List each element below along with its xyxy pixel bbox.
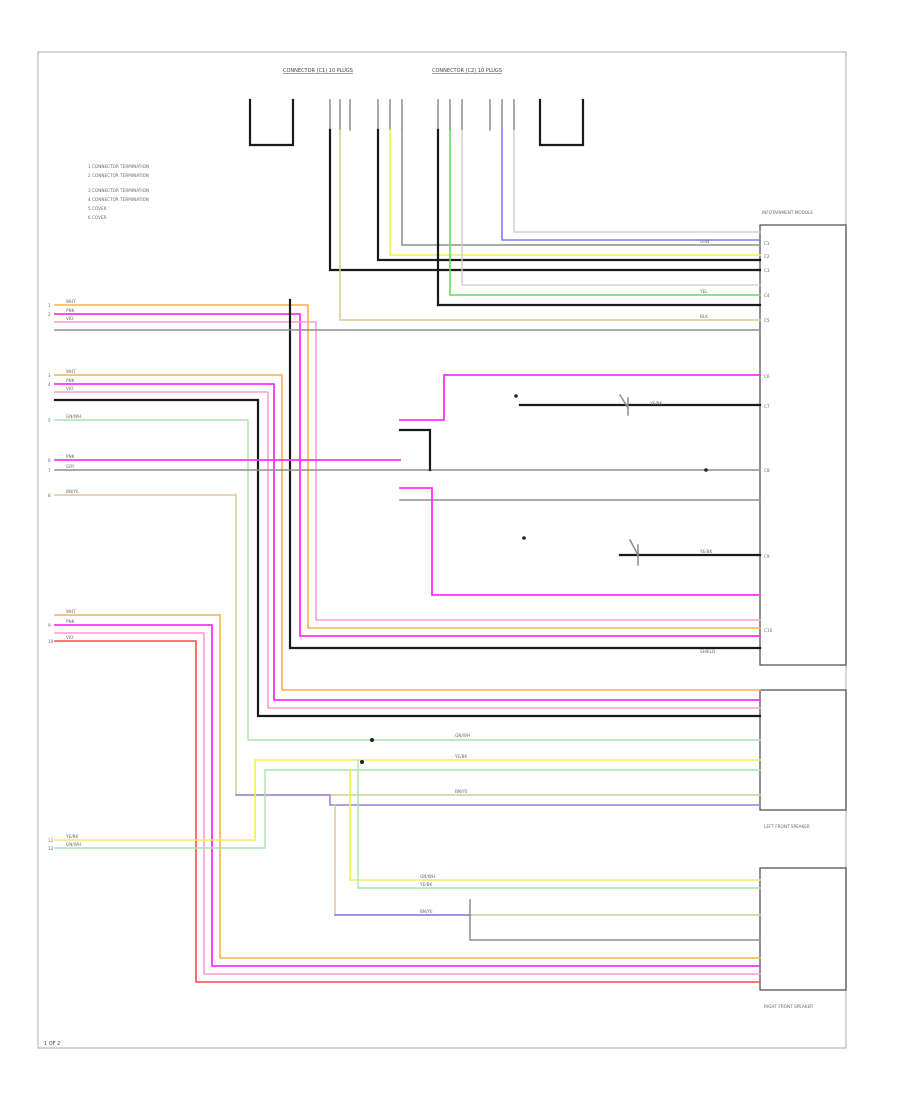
connector-c2-title: CONNECTOR (C2) 10 PLUGS — [432, 68, 502, 74]
side-number: 12 — [48, 846, 54, 851]
side-number: 5 — [48, 418, 51, 423]
module-pin-labels: C1 C2 C3 C4 C5 C6 C7 C8 C9 C10 — [764, 241, 773, 633]
splice-dot — [370, 738, 374, 742]
wire-label: GRY — [66, 464, 75, 469]
legend-item: 3 CONNECTOR TERMINATION — [88, 188, 149, 193]
relay-switch-symbols — [618, 393, 640, 566]
wire-label: YE/BK — [419, 882, 432, 887]
wire-label: YE/BK — [65, 834, 78, 839]
upper-left-harness — [54, 298, 762, 650]
pin-label: C9 — [764, 554, 770, 559]
wire-label: PNK — [66, 454, 75, 459]
wire-label: PNK — [66, 308, 75, 313]
wire-label: GN/WH — [455, 733, 470, 738]
wire-label: YE/BK — [699, 549, 712, 554]
legend-item: 4 CONNECTOR TERMINATION — [88, 197, 149, 202]
splice-dot — [514, 394, 518, 398]
wire-label: BN/YE — [420, 909, 433, 914]
pin-label: C8 — [764, 468, 770, 473]
pin-label: C1 — [764, 241, 770, 246]
wire-code-labels: WHT PNK VIO WHT PNK VIO GN/WH PNK GRY BN… — [65, 239, 715, 914]
side-number: 6 — [48, 458, 51, 463]
left-front-speaker-module — [759, 689, 847, 811]
wire-label: YE/BK — [649, 401, 662, 406]
side-number: 1 — [48, 303, 51, 308]
wire-label: GRN — [700, 239, 709, 244]
wire-label: GN/WH — [66, 414, 81, 419]
vertical-trunks — [328, 128, 762, 321]
magenta-audio-loop — [399, 374, 762, 596]
mid-cross-wires — [54, 428, 761, 806]
right-front-speaker-label: RIGHT FRONT SPEAKER — [764, 1004, 813, 1009]
wire-label: GN/WH — [66, 842, 81, 847]
wire-label: PNK — [66, 378, 75, 383]
legend-item: 6 COVER — [88, 215, 107, 220]
middle-left-harness — [53, 374, 762, 741]
connector-c1-title: CONNECTOR (C1) 10 PLUGS — [283, 68, 353, 74]
wire-label: WHT — [66, 369, 76, 374]
legend-item: 2 CONNECTOR TERMINATION — [88, 173, 149, 178]
wire-label: WHT — [66, 609, 76, 614]
legend: 1 CONNECTOR TERMINATION 2 CONNECTOR TERM… — [88, 164, 149, 220]
wire-label: SHIELD — [700, 649, 715, 654]
pin-label: C4 — [764, 293, 770, 298]
pin-label: C10 — [764, 628, 773, 633]
wire-label: BN/YE — [66, 489, 79, 494]
side-number-labels: 1 2 3 4 5 6 7 8 9 10 11 12 — [48, 303, 54, 851]
splice-dot — [360, 760, 364, 764]
wire-label: BN/YE — [455, 789, 468, 794]
wire-label: VIO — [66, 316, 74, 321]
splice-points — [360, 394, 708, 764]
side-number: 3 — [48, 373, 51, 378]
wire-label: BLK — [700, 314, 708, 319]
infotainment-module — [759, 224, 847, 666]
side-number: 9 — [48, 623, 51, 628]
side-number: 4 — [48, 382, 51, 387]
top-connector-stubs — [248, 98, 585, 147]
left-front-speaker-label: LEFT FRONT SPEAKER — [764, 824, 810, 829]
right-front-speaker-module — [759, 867, 847, 991]
wire-label: YEL — [699, 289, 708, 294]
side-number: 10 — [48, 639, 54, 644]
splice-dot — [704, 468, 708, 472]
pin-label: C6 — [764, 374, 770, 379]
side-number: 7 — [48, 468, 51, 473]
speaker-feed-wires — [54, 759, 761, 941]
legend-item: 1 CONNECTOR TERMINATION — [88, 164, 149, 169]
wire-label: GN/WH — [420, 874, 435, 879]
infotainment-module-label: INFOTAINMENT MODULE — [762, 210, 813, 215]
lower-left-harness — [54, 614, 761, 983]
wire-label: PNK — [66, 619, 75, 624]
side-number: 8 — [48, 493, 51, 498]
wire-label: WHT — [66, 299, 76, 304]
pin-label: C5 — [764, 318, 770, 323]
legend-item: 5 COVER — [88, 206, 107, 211]
pin-label: C2 — [764, 254, 770, 259]
wire-label: YE/BK — [454, 754, 467, 759]
page-corner-label: 1 OF 2 — [44, 1041, 60, 1047]
splice-dot — [522, 536, 526, 540]
pin-label: C7 — [764, 404, 770, 409]
wire-label: VIO — [66, 635, 74, 640]
side-number: 2 — [48, 312, 51, 317]
pin-label: C3 — [764, 268, 770, 273]
side-number: 11 — [48, 838, 54, 843]
diagram-frame — [37, 51, 847, 1049]
wire-label: VIO — [66, 386, 74, 391]
